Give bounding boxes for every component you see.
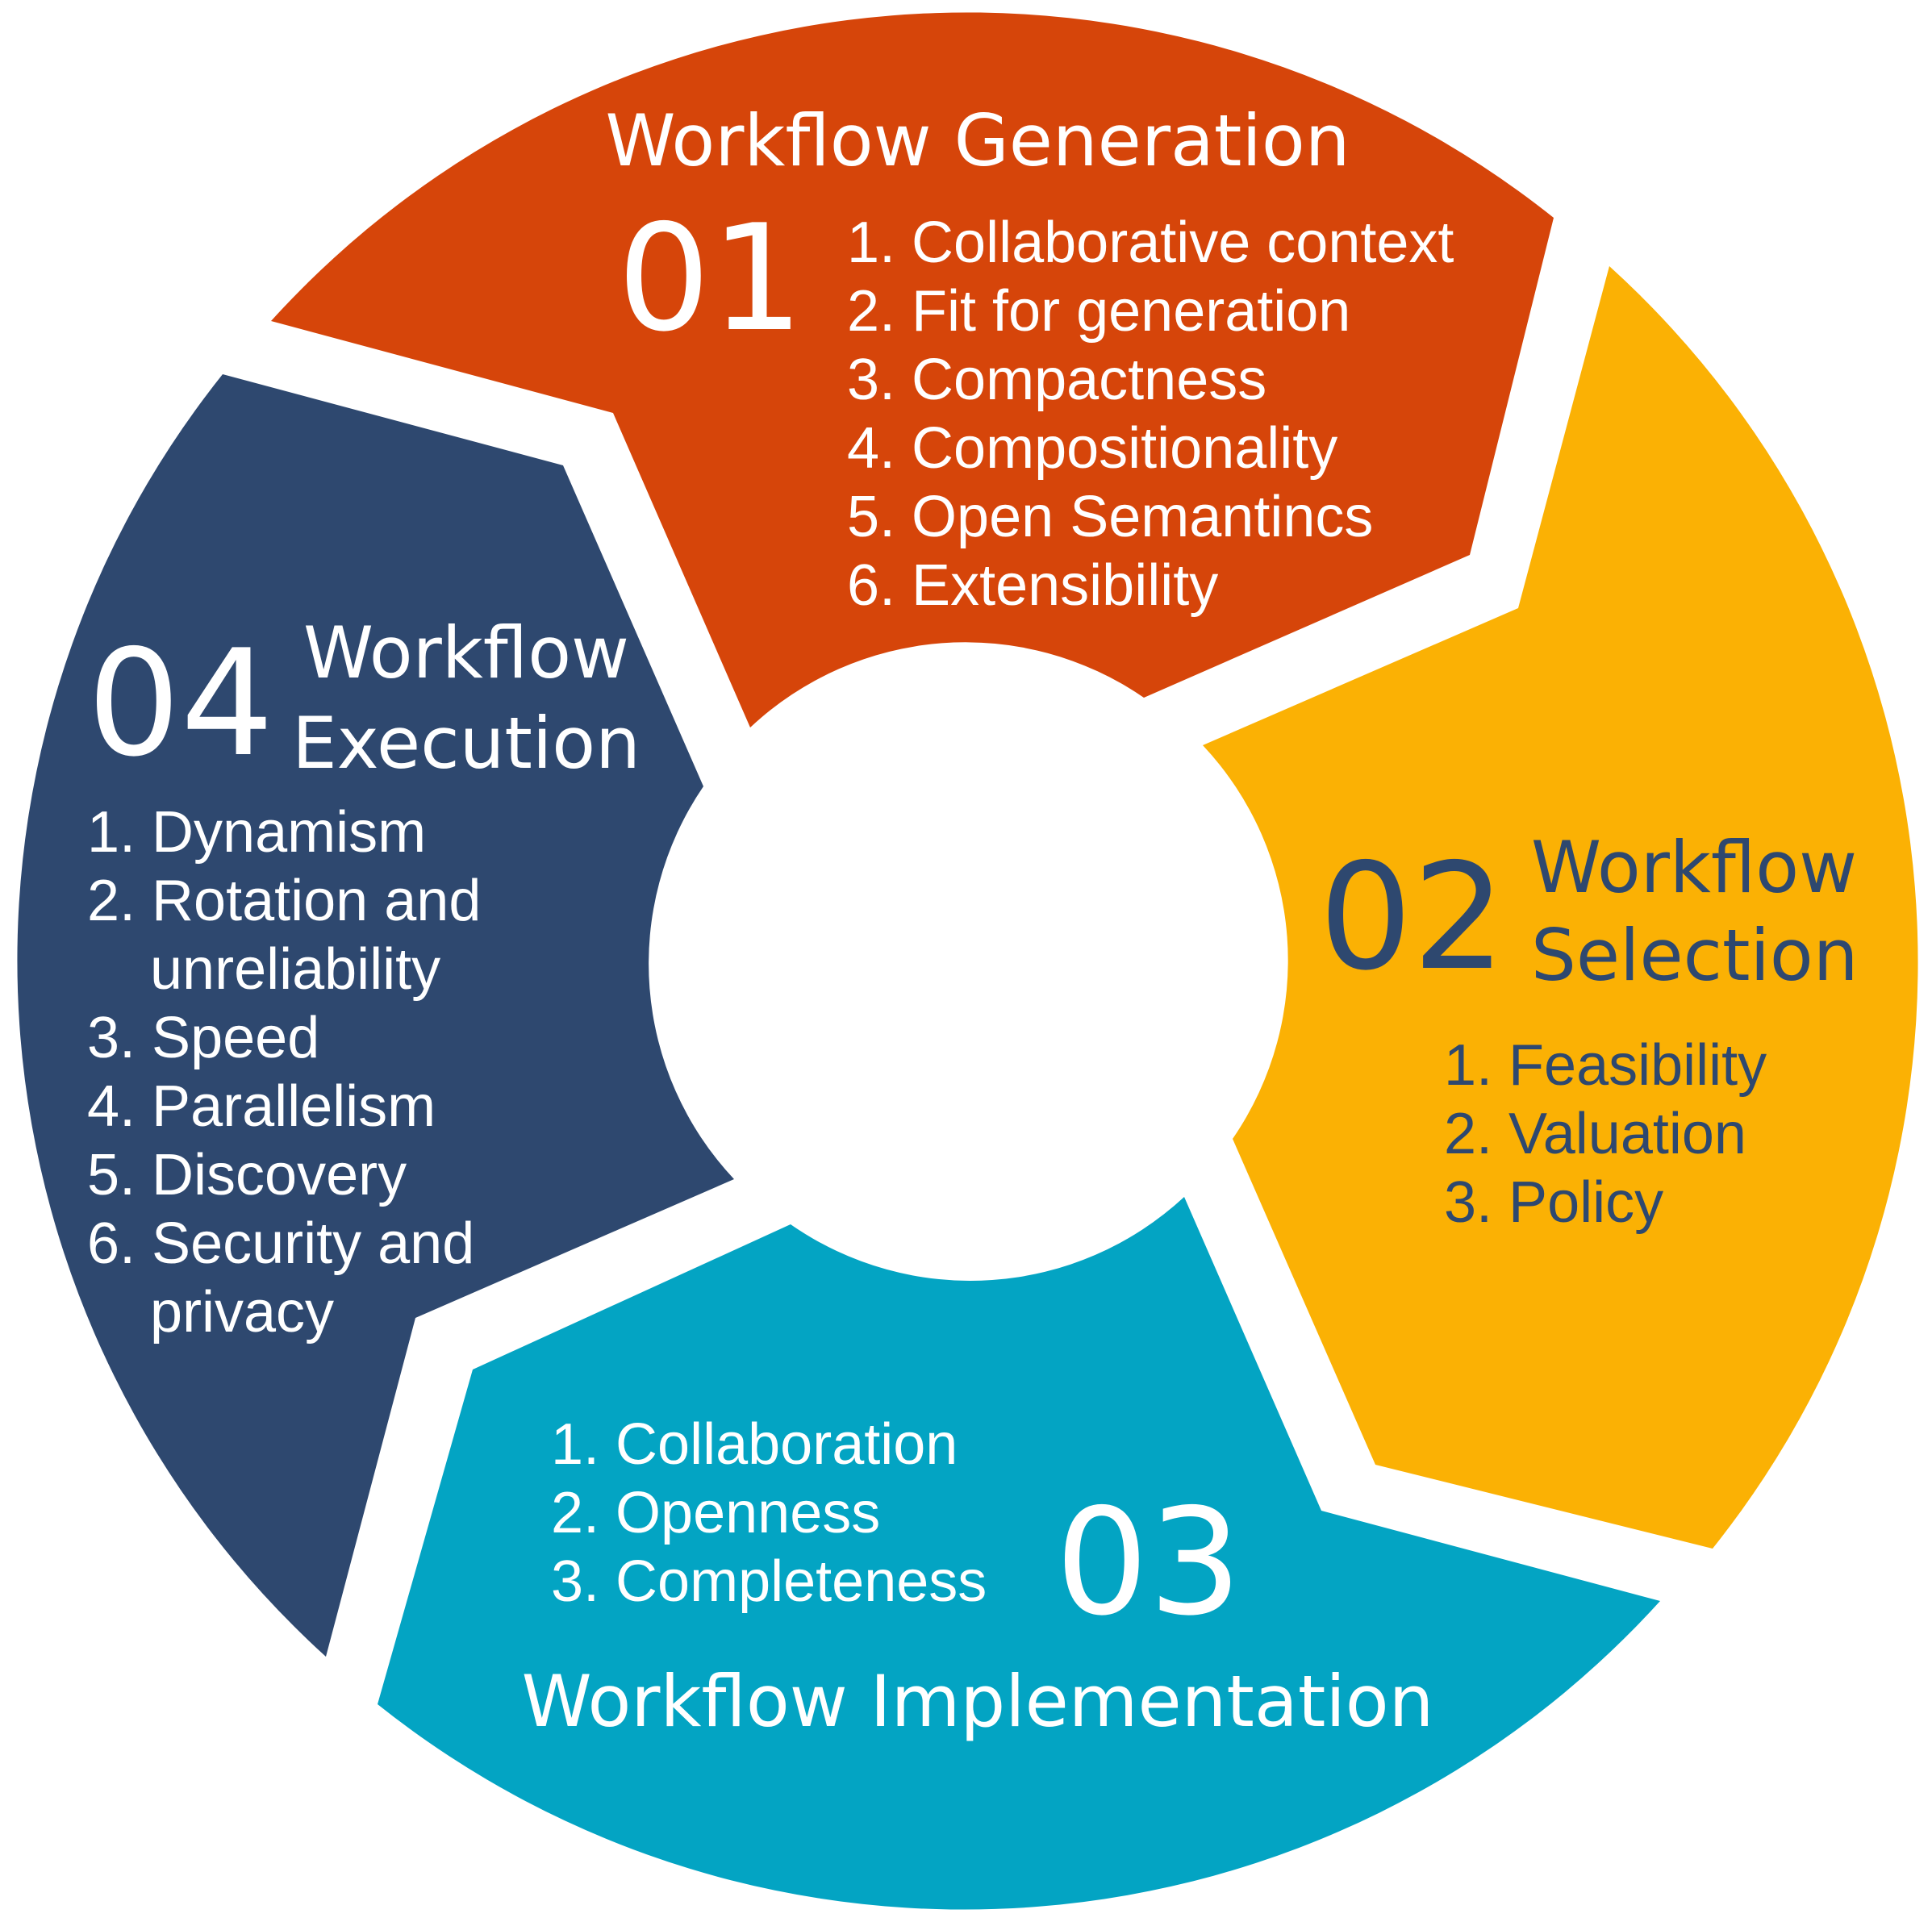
stage-number: 03 bbox=[1055, 1477, 1242, 1648]
stage-item: 2. Rotation and bbox=[87, 869, 481, 933]
stage-title-line: Selection bbox=[1531, 914, 1859, 997]
stage-item: 4. Parallelism bbox=[87, 1074, 436, 1139]
segment-workflow-implementation bbox=[378, 1197, 1660, 1910]
stage-item: 6. Security and bbox=[87, 1211, 474, 1276]
stage-title-line: Workflow bbox=[303, 611, 629, 694]
stage-implementation: 1. Collaboration 2. Openness 3. Complete… bbox=[522, 1412, 1434, 1743]
stage-item: 1. Collaboration bbox=[551, 1412, 958, 1477]
segment-workflow-generation bbox=[271, 12, 1554, 728]
segment-workflow-selection bbox=[1203, 266, 1918, 1549]
stage-number: 04 bbox=[87, 618, 274, 789]
stage-item: 2. Openness bbox=[551, 1481, 880, 1545]
stage-execution: 04 Workflow Execution 1. Dynamism 2. Rot… bbox=[87, 611, 641, 1345]
stage-title-line: Workflow bbox=[1531, 826, 1857, 909]
stage-item: 5. Discovery bbox=[87, 1143, 407, 1207]
stage-item: 3. Policy bbox=[1444, 1170, 1663, 1235]
stage-item: 1. Feasibility bbox=[1444, 1033, 1767, 1098]
stage-item: unreliability bbox=[150, 937, 440, 1002]
stage-generation: Workflow Generation 01 1. Collaborative … bbox=[606, 99, 1454, 618]
stage-item: 6. Extensibility bbox=[847, 553, 1218, 618]
stage-item: 3. Speed bbox=[87, 1006, 319, 1070]
segment-workflow-execution bbox=[17, 374, 735, 1657]
segment-shapes bbox=[17, 12, 1918, 1910]
stage-item: 2. Valuation bbox=[1444, 1102, 1746, 1166]
stage-number: 01 bbox=[617, 193, 804, 364]
stage-item: 1. Collaborative context bbox=[847, 211, 1454, 275]
stage-item: 4. Compositionality bbox=[847, 416, 1337, 481]
stage-item: privacy bbox=[150, 1280, 334, 1345]
stage-item: 1. Dynamism bbox=[87, 800, 426, 865]
stage-title: Workflow Generation bbox=[606, 99, 1350, 182]
stage-title: Workflow Implementation bbox=[522, 1660, 1434, 1743]
stage-number: 02 bbox=[1319, 832, 1506, 1003]
stage-item: 2. Fit for generation bbox=[847, 279, 1350, 344]
stage-item: 5. Open Semantincs bbox=[847, 485, 1373, 549]
stage-item: 3. Compactness bbox=[847, 348, 1266, 412]
stage-title-line: Execution bbox=[292, 702, 641, 785]
stage-selection: 02 Workflow Selection 1. Feasibility 2. … bbox=[1319, 826, 1859, 1235]
stage-item: 3. Completeness bbox=[551, 1549, 987, 1614]
